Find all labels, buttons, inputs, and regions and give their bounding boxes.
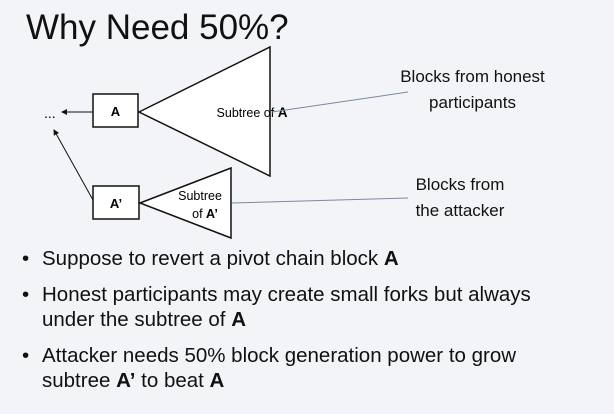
bullet-item: • Honest participants may create small f… (22, 282, 602, 332)
attacker-label-line-2: the attacker (415, 201, 505, 220)
bullet-text: Suppose to revert a pivot chain block A (42, 247, 399, 270)
slide-title: Why Need 50%? (26, 8, 289, 47)
block-a (92, 93, 139, 128)
attacker-blocks-label: Blocks from the attacker (395, 172, 525, 224)
subtree-a-prime-label-2: of A’ (192, 207, 218, 221)
bullet-item: • Suppose to revert a pivot chain block … (22, 246, 602, 271)
block-a-prime-label: A’ (110, 196, 122, 211)
arrow-aprime-to-parent (53, 129, 94, 201)
bullet-text: Honest participants may create small for… (42, 283, 531, 331)
honest-callout-line (271, 91, 409, 113)
ellipsis: ... (44, 105, 56, 121)
honest-label-line-2: participants (429, 93, 516, 112)
bullet-text: Attacker needs 50% block generation powe… (42, 344, 517, 392)
bullet-dot: • (22, 344, 30, 367)
bullet-list: • Suppose to revert a pivot chain block … (22, 246, 602, 404)
attacker-callout-line (231, 197, 409, 204)
subtree-a-label: Subtree of A (217, 105, 288, 120)
honest-label-line-1: Blocks from honest (400, 67, 545, 86)
attacker-label-line-1: Blocks from (415, 175, 505, 194)
subtree-a-prime-triangle (137, 166, 232, 240)
bullet-item: • Attacker needs 50% block generation po… (22, 343, 602, 393)
block-a-label: A (111, 104, 121, 119)
bullet-dot: • (22, 247, 30, 270)
block-a-prime (92, 185, 140, 220)
bullet-dot: • (22, 283, 30, 306)
subtree-a-prime-label-1: Subtree (178, 189, 222, 203)
subtree-a-triangle (137, 45, 271, 178)
honest-blocks-label: Blocks from honest participants (390, 64, 555, 116)
